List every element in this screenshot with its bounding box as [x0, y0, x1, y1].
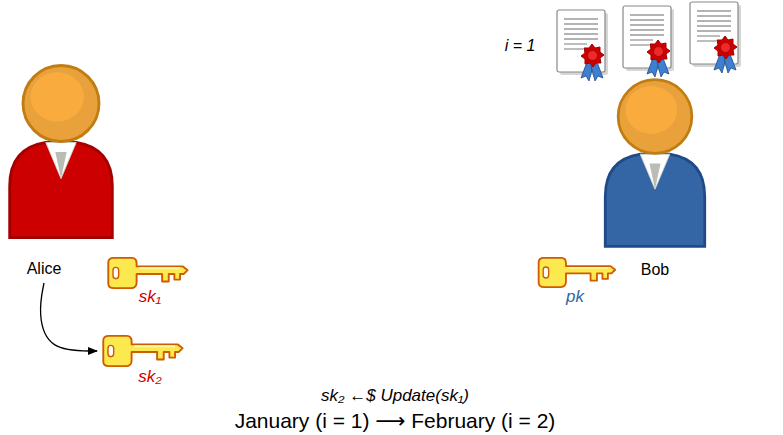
- key-symbol: [535, 256, 617, 289]
- key-icon: sk₁: [103, 255, 193, 309]
- key-name: sk₂: [138, 368, 161, 387]
- update-formula: sk₂ ←$ Update(sk₁): [321, 386, 469, 406]
- person-collar: [640, 154, 669, 189]
- update-arrow: [41, 283, 97, 351]
- key-highlight: [134, 345, 175, 347]
- time-caption: January (i = 1) ⟶ February (i = 2): [235, 409, 556, 433]
- key-highlight: [569, 267, 608, 269]
- head-highlight: [31, 72, 84, 121]
- person-figure: Bob: [597, 75, 715, 282]
- person-body: [10, 142, 113, 237]
- head-highlight: [626, 86, 678, 134]
- key-icon: pk: [535, 255, 621, 309]
- person-symbol: [597, 75, 713, 250]
- key-symbol: [103, 256, 191, 290]
- key-shape: [108, 258, 187, 288]
- person-head: [23, 66, 99, 142]
- person-figure: Alice: [4, 60, 122, 282]
- index-label: i = 1: [505, 37, 536, 55]
- signed-documents: [540, 0, 783, 90]
- key-hole: [108, 345, 114, 356]
- key-hole: [543, 267, 548, 278]
- key-highlight: [139, 267, 180, 269]
- signed-document: [623, 6, 674, 77]
- person-head: [618, 80, 692, 154]
- person-body: [605, 154, 704, 246]
- key-icon: sk₂: [98, 333, 188, 389]
- key-name: sk₁: [139, 288, 161, 307]
- signed-document: [557, 10, 608, 81]
- person-symbol: [4, 60, 118, 242]
- person-name: Bob: [641, 261, 669, 279]
- person-tie: [649, 163, 660, 189]
- person-name: Alice: [27, 260, 62, 278]
- signed-document: [690, 2, 741, 73]
- key-shape: [103, 336, 182, 366]
- person-tie: [55, 152, 66, 179]
- person-collar: [46, 142, 76, 178]
- key-shape: [539, 258, 616, 287]
- key-hole: [113, 267, 119, 278]
- key-name: pk: [566, 288, 584, 307]
- key-symbol: [98, 334, 186, 368]
